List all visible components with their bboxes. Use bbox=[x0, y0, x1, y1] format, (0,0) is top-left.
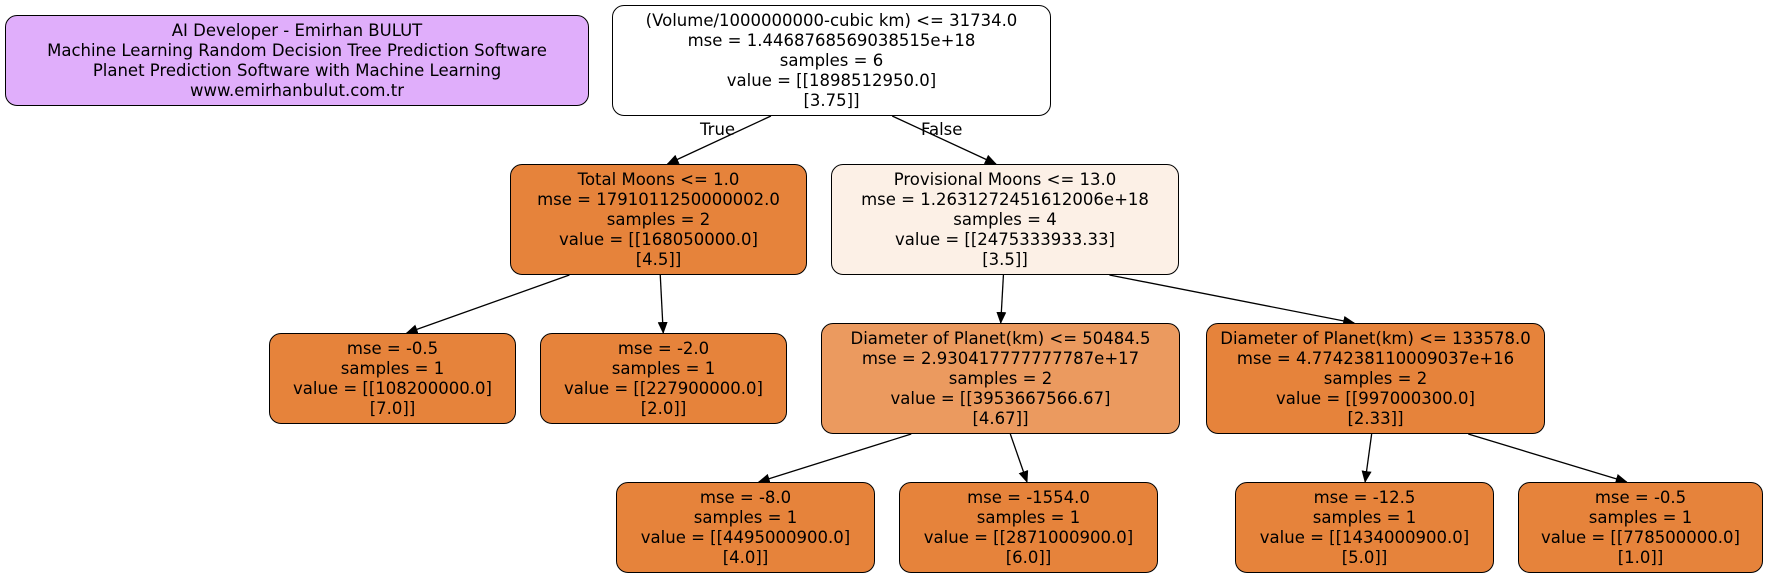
tree-leaf: mse = -2.0 samples = 1 value = [[2279000… bbox=[540, 333, 787, 424]
node-line: Provisional Moons <= 13.0 bbox=[893, 169, 1117, 189]
node-line: [6.0]] bbox=[1005, 547, 1052, 567]
node-line: Diameter of Planet(km) <= 50484.5 bbox=[850, 328, 1151, 348]
node-line: [3.75]] bbox=[803, 90, 860, 110]
node-line: value = [[2475333933.33] bbox=[895, 229, 1115, 249]
tree-leaf: mse = -0.5 samples = 1 value = [[7785000… bbox=[1518, 482, 1763, 573]
node-line: samples = 2 bbox=[606, 209, 711, 229]
node-line: samples = 1 bbox=[611, 358, 716, 378]
node-line: [7.0]] bbox=[369, 398, 416, 418]
node-line: mse = -12.5 bbox=[1313, 487, 1416, 507]
edge-n6-n9 bbox=[1361, 433, 1373, 483]
tree-leaf: mse = -12.5 samples = 1 value = [[143400… bbox=[1235, 482, 1494, 573]
node-line: value = [[4495000900.0] bbox=[640, 527, 851, 547]
node-line: [5.0]] bbox=[1341, 547, 1388, 567]
node-line: value = [[3953667566.67] bbox=[890, 388, 1111, 408]
node-line: mse = 4.774238110009037e+16 bbox=[1236, 348, 1515, 368]
edge-n6-n10 bbox=[1468, 433, 1628, 484]
node-line: mse = -2.0 bbox=[617, 338, 710, 358]
node-line: samples = 2 bbox=[948, 368, 1053, 388]
edge-label-true: True bbox=[700, 120, 736, 139]
edge-root-n2 bbox=[891, 115, 997, 165]
node-line: value = [[168050000.0] bbox=[559, 229, 758, 249]
node-line: value = [[2871000900.0] bbox=[923, 527, 1134, 547]
tree-leaf: mse = -8.0 samples = 1 value = [[4495000… bbox=[616, 482, 875, 573]
node-line: mse = 1791011250000002.0 bbox=[537, 189, 780, 209]
node-line: mse = -1554.0 bbox=[967, 487, 1090, 507]
tree-node-provisional-moons: Provisional Moons <= 13.0 mse = 1.263127… bbox=[831, 164, 1179, 275]
node-line: samples = 6 bbox=[779, 50, 884, 70]
info-line: Planet Prediction Software with Machine … bbox=[92, 60, 502, 80]
edge-n1-n3 bbox=[405, 274, 570, 335]
tree-leaf: mse = -0.5 samples = 1 value = [[1082000… bbox=[269, 333, 516, 424]
edge-n5-n7 bbox=[757, 433, 912, 484]
node-line: samples = 1 bbox=[1588, 507, 1693, 527]
info-box: AI Developer - Emirhan BULUT Machine Lea… bbox=[5, 15, 589, 106]
node-line: [4.0]] bbox=[722, 547, 769, 567]
edge-root-n1 bbox=[666, 115, 772, 165]
node-line: mse = -0.5 bbox=[346, 338, 439, 358]
node-line: [4.5]] bbox=[635, 249, 682, 269]
node-line: samples = 4 bbox=[953, 209, 1057, 229]
tree-node-diameter-133578: Diameter of Planet(km) <= 133578.0 mse =… bbox=[1206, 323, 1545, 434]
node-line: samples = 1 bbox=[693, 507, 798, 527]
node-line: samples = 1 bbox=[1312, 507, 1417, 527]
node-line: value = [[997000300.0] bbox=[1276, 388, 1475, 408]
edge-n5-n8 bbox=[1009, 433, 1029, 483]
node-line: [1.0]] bbox=[1617, 547, 1664, 567]
edge-n1-n4 bbox=[657, 274, 668, 334]
node-line: samples = 2 bbox=[1323, 368, 1428, 388]
node-line: (Volume/1000000000-cubic km) <= 31734.0 bbox=[645, 10, 1018, 30]
tree-node-diameter-50484: Diameter of Planet(km) <= 50484.5 mse = … bbox=[821, 323, 1180, 434]
node-line: value = [[778500000.0] bbox=[1541, 527, 1740, 547]
node-line: value = [[1434000900.0] bbox=[1259, 527, 1470, 547]
node-line: Total Moons <= 1.0 bbox=[577, 169, 740, 189]
node-line: Diameter of Planet(km) <= 133578.0 bbox=[1220, 328, 1531, 348]
edge-label-false: False bbox=[921, 120, 963, 139]
info-line: Machine Learning Random Decision Tree Pr… bbox=[47, 40, 547, 60]
node-line: samples = 1 bbox=[340, 358, 445, 378]
node-line: mse = 1.2631272451612006e+18 bbox=[861, 189, 1149, 209]
info-line: www.emirhanbulut.com.tr bbox=[190, 80, 404, 100]
node-line: mse = 1.4468768569038515e+18 bbox=[687, 30, 976, 50]
node-line: mse = -8.0 bbox=[699, 487, 792, 507]
node-line: value = [[1898512950.0] bbox=[726, 70, 937, 90]
node-line: [4.67]] bbox=[972, 408, 1029, 428]
node-line: [2.33]] bbox=[1347, 408, 1404, 428]
node-line: value = [[108200000.0] bbox=[293, 378, 492, 398]
tree-node-root: (Volume/1000000000-cubic km) <= 31734.0 … bbox=[612, 5, 1051, 116]
node-line: mse = 2.930417777777787e+17 bbox=[861, 348, 1140, 368]
edge-n2-n5 bbox=[996, 274, 1007, 324]
edge-n2-n6 bbox=[1109, 274, 1356, 326]
node-line: [3.5]] bbox=[982, 249, 1028, 269]
tree-node-total-moons: Total Moons <= 1.0 mse = 179101125000000… bbox=[510, 164, 807, 275]
node-line: mse = -0.5 bbox=[1594, 487, 1687, 507]
info-line: AI Developer - Emirhan BULUT bbox=[171, 20, 423, 40]
node-line: value = [[227900000.0] bbox=[564, 378, 763, 398]
node-line: [2.0]] bbox=[640, 398, 687, 418]
tree-leaf: mse = -1554.0 samples = 1 value = [[2871… bbox=[899, 482, 1158, 573]
node-line: samples = 1 bbox=[976, 507, 1081, 527]
